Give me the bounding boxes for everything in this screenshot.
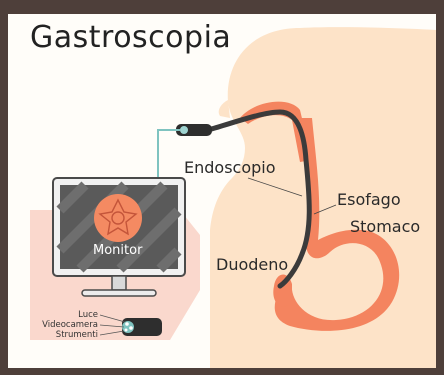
person-silhouette: [210, 27, 436, 368]
label-duodeno: Duodeno: [216, 255, 288, 274]
label-endoscopio: Endoscopio: [184, 158, 276, 177]
diagram-title: Gastroscopia: [30, 20, 231, 55]
label-esofago: Esofago: [337, 190, 401, 209]
monitor-label: Monitor: [93, 243, 142, 258]
scope-tip-detail: [122, 318, 162, 336]
tip-label-videocamera: Videocamera: [28, 320, 98, 330]
monitor-stand: [82, 290, 156, 296]
handle-knob: [180, 126, 188, 134]
monitor-neck: [112, 276, 126, 290]
label-stomaco: Stomaco: [350, 217, 420, 236]
tip-label-strumenti: Strumenti: [28, 330, 98, 340]
tip-label-luce: Luce: [28, 310, 98, 320]
